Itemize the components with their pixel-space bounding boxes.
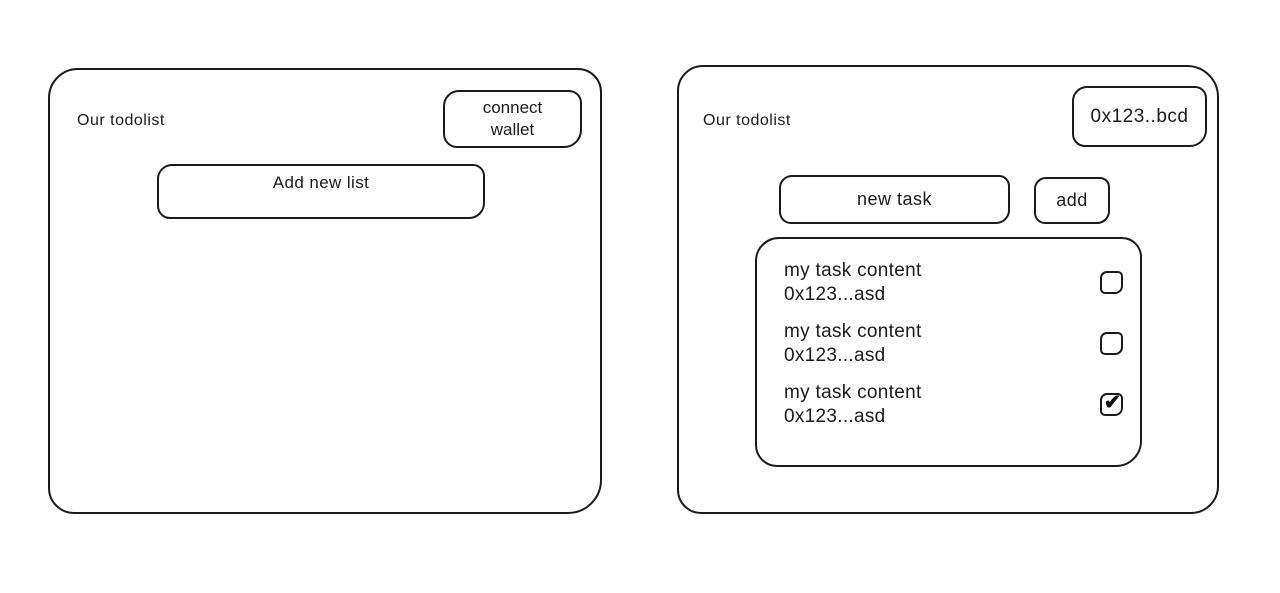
page-title: Our todolist <box>77 112 165 129</box>
connect-wallet-button[interactable]: connect wallet <box>443 90 582 148</box>
wallet-address-button[interactable]: 0x123..bcd <box>1072 86 1207 147</box>
task-content: my task content <box>784 320 922 342</box>
task-owner-address: 0x123...asd <box>784 344 886 366</box>
task-text: my task content 0x123...asd <box>784 259 922 307</box>
todolist-panel-disconnected: Our todolist connect wallet Add new list <box>48 68 602 514</box>
task-checkbox-checked[interactable]: ✔ <box>1100 391 1123 417</box>
task-owner-address: 0x123...asd <box>784 405 886 427</box>
add-task-button[interactable]: add <box>1034 177 1110 224</box>
task-checkbox[interactable] <box>1100 332 1123 356</box>
task-content: my task content <box>784 260 922 281</box>
page-title: Our todolist <box>703 112 791 129</box>
check-icon: ✔ <box>1103 391 1122 415</box>
task-text: my task content 0x123...asd <box>784 320 922 368</box>
task-list: my task content 0x123...asd my task cont… <box>755 237 1142 467</box>
task-row: my task content 0x123...asd <box>784 320 1123 368</box>
todolist-panel-connected: Our todolist 0x123..bcd add my task cont… <box>677 65 1219 514</box>
task-row: my task content 0x123...asd ✔ <box>784 381 1123 429</box>
task-content: my task content <box>784 381 922 403</box>
add-new-list-button[interactable]: Add new list <box>157 164 485 219</box>
task-row: my task content 0x123...asd <box>784 259 1123 307</box>
task-text: my task content 0x123...asd <box>784 381 922 429</box>
task-owner-address: 0x123...asd <box>784 283 886 305</box>
new-task-input[interactable] <box>779 175 1010 224</box>
task-checkbox[interactable] <box>1100 271 1123 295</box>
